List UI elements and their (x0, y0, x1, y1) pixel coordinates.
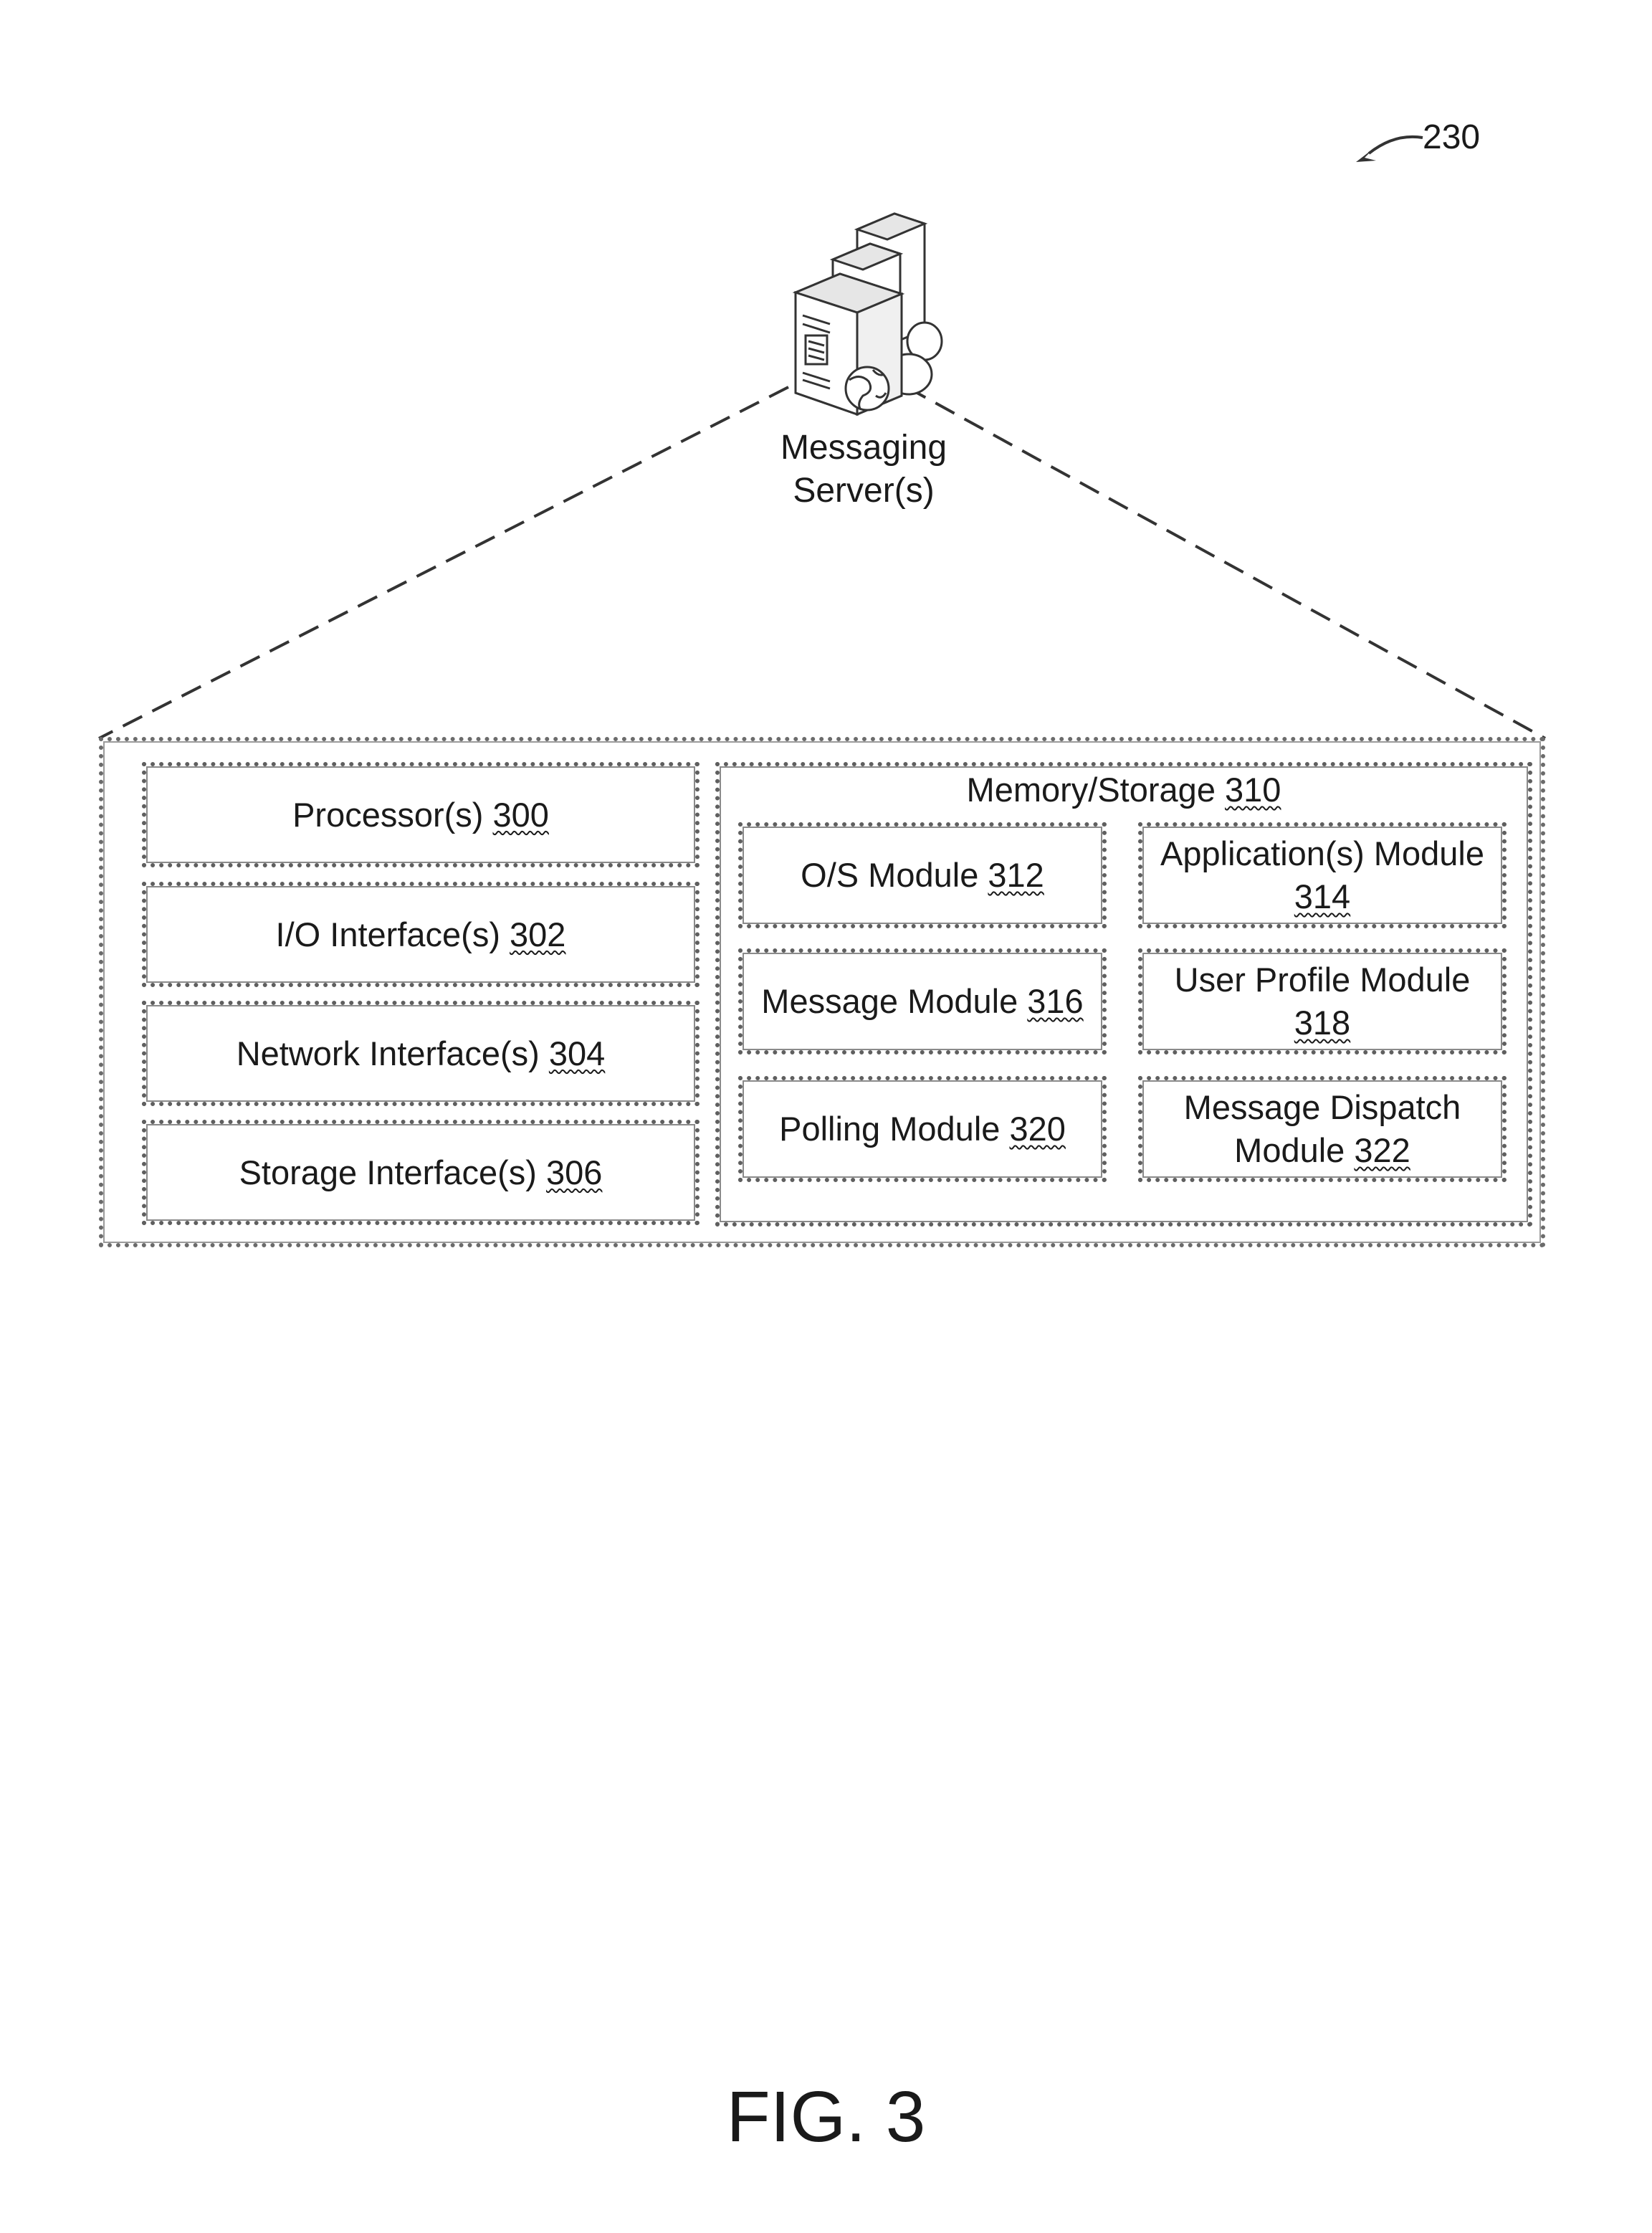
storage-interface-label: Storage Interface(s) (239, 1153, 537, 1191)
server-label-line1: Messaging (717, 427, 1011, 470)
memory-storage-number: 310 (1225, 771, 1281, 809)
message-dispatch-module-box: Message Dispatch Module 322 (1138, 1076, 1507, 1182)
network-interface-number: 304 (549, 1034, 605, 1072)
io-interface-label: I/O Interface(s) (276, 915, 500, 953)
message-module-number: 316 (1027, 982, 1083, 1020)
message-module-label: Message Module (761, 982, 1018, 1020)
io-interface-number: 302 (510, 915, 565, 953)
application-module-box: Application(s) Module 314 (1138, 822, 1507, 928)
os-module-label: O/S Module (801, 856, 978, 894)
processor-label: Processor(s) (292, 796, 483, 834)
server-stack-icon (788, 208, 953, 423)
message-dispatch-module-label: Message Dispatch (1184, 1086, 1461, 1129)
message-dispatch-module-number: 322 (1354, 1131, 1410, 1169)
network-interface-label: Network Interface(s) (237, 1034, 540, 1072)
user-profile-module-box: User Profile Module 318 (1138, 948, 1507, 1054)
application-module-number: 314 (1294, 875, 1350, 918)
polling-module-box: Polling Module 320 (738, 1076, 1107, 1182)
memory-storage-label: Memory/Storage (967, 771, 1216, 809)
server-label-line2: Server(s) (717, 470, 1011, 513)
storage-interface-box: Storage Interface(s) 306 (142, 1120, 700, 1225)
server-label: Messaging Server(s) (717, 427, 1011, 513)
user-profile-module-number: 318 (1294, 1001, 1350, 1044)
message-dispatch-module-label-line2: Module (1234, 1131, 1345, 1169)
os-module-box: O/S Module 312 (738, 822, 1107, 928)
polling-module-number: 320 (1009, 1110, 1065, 1148)
figure-label: FIG. 3 (0, 2077, 1652, 2156)
io-interface-box: I/O Interface(s) 302 (142, 882, 700, 987)
processor-number: 300 (493, 796, 549, 834)
polling-module-label: Polling Module (779, 1110, 1000, 1148)
memory-storage-title: Memory/Storage 310 (715, 768, 1532, 811)
storage-interface-number: 306 (546, 1153, 602, 1191)
application-module-label: Application(s) Module (1160, 832, 1484, 875)
message-module-box: Message Module 316 (738, 948, 1107, 1054)
os-module-number: 312 (988, 856, 1044, 894)
processor-box: Processor(s) 300 (142, 762, 700, 867)
network-interface-box: Network Interface(s) 304 (142, 1001, 700, 1106)
user-profile-module-label: User Profile Module (1175, 958, 1471, 1001)
